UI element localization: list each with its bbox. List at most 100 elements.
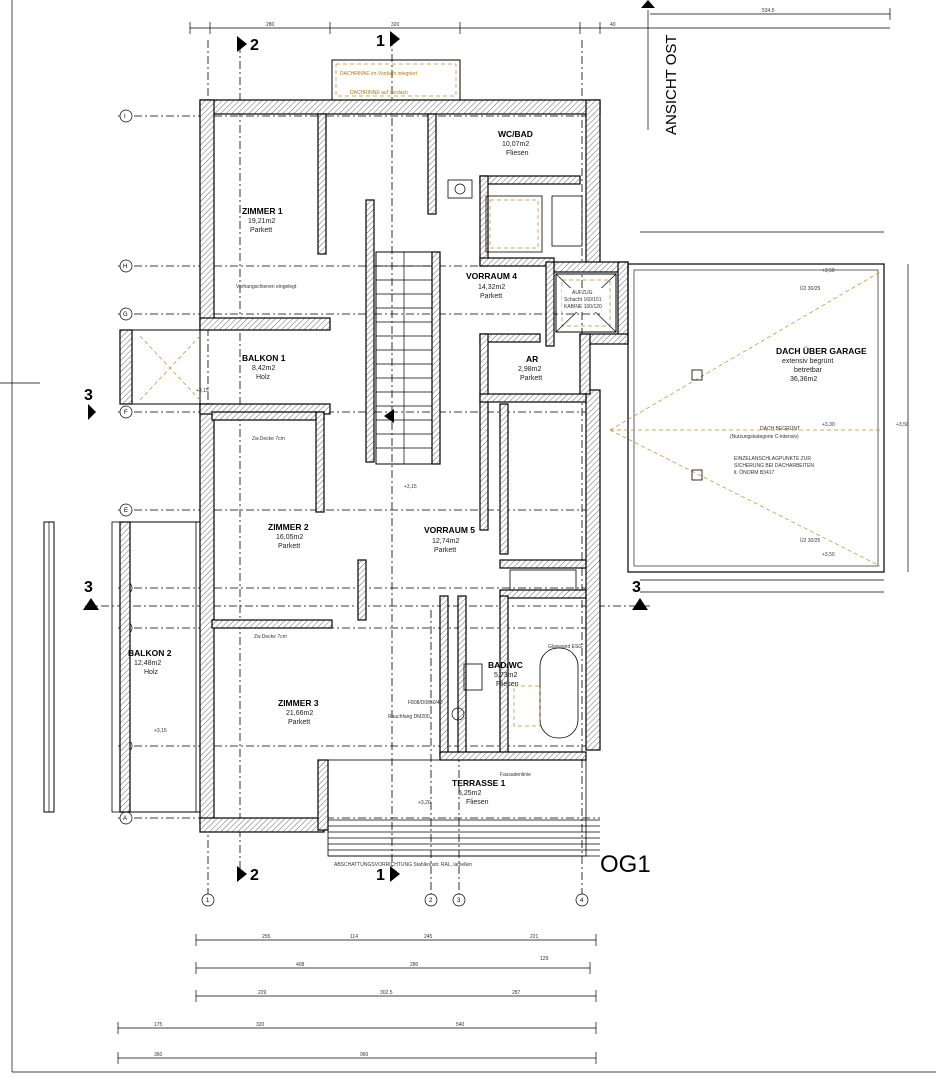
bottom-dim-2-1: 302.5: [380, 990, 393, 996]
garage-roof-note4: SICHERUNG BEI DACHARBEITEN: [734, 463, 814, 469]
bottom-dim-1-2: 129: [540, 956, 549, 962]
section-3-right: 3: [632, 579, 641, 596]
staircase: [365, 199, 441, 465]
grid-row-E-label: E: [124, 508, 128, 514]
grid-row-A-label: A: [123, 816, 127, 822]
room-floor: Holz: [144, 669, 159, 676]
grid-row-F: [119, 405, 133, 419]
top-dim-3: 40: [610, 22, 616, 28]
lift-shaft-size: Schacht 160/151: [564, 297, 602, 303]
lift-cabin-size: KABINE 100/120: [564, 304, 602, 310]
level-stair: +3,15: [404, 484, 417, 490]
bottom-dim-0-3: 221: [530, 934, 539, 940]
bathroom-fixtures-bottom: [451, 569, 579, 739]
top-dimension-chain: 280 320 40 534.5: [189, 8, 891, 34]
grid-col-4: [575, 893, 589, 907]
room-label-vorraum4: VORRAUM 4 14,32m2 Parkett: [466, 271, 517, 300]
grid-col-4-label: 4: [580, 898, 584, 904]
garage-roof-note2: (Nutzungskategorie C-intensiv): [730, 434, 799, 440]
level-terrasse: +3,20: [418, 800, 431, 806]
room-area: 12,48m2: [134, 660, 161, 667]
ceiling-zimmer2: Zw.Decke 7cm: [252, 436, 285, 442]
garage-level-top: +3,50: [822, 268, 835, 274]
garage-level-right: +3,50: [896, 422, 909, 428]
lift-label: AUFZUG: [572, 290, 593, 296]
bottom-dim-2-0: 229: [258, 990, 267, 996]
room-label-balkon2: BALKON 2 12,48m2 Holz: [128, 648, 172, 676]
mirror-note: Glaswand ESG: [548, 644, 582, 650]
room-name: AR: [526, 354, 538, 364]
gutter-note-2: DACHRINNE auf Vordach: [350, 90, 408, 96]
curtain-note: Vorhangschienen eingelegt: [236, 284, 297, 290]
room-label-badwc: BAD/WC 5,73m2 Fliesen: [488, 660, 523, 688]
garage-roof-note5: lt. ÖNORM B3417: [734, 469, 775, 476]
section-1-bottom: 1: [376, 867, 385, 884]
bottom-dimension-chains: 255 114 245 221 408 280 129 229 302.5 28…: [117, 934, 597, 1064]
room-label-terrasse1: TERRASSE 1 5,25m2 Fliesen: [452, 778, 506, 806]
grid-col-3-label: 3: [457, 898, 461, 904]
grid-col-2-label: 2: [429, 898, 433, 904]
garage-roof-labels: DACH ÜBER GARAGE extensiv begrünt betret…: [730, 268, 909, 558]
room-label-zimmer1: ZIMMER 1 19,21m2 Parkett: [242, 206, 283, 234]
gutter-note-1: DACHRINNE im Vordach integriert: [340, 71, 418, 77]
room-floor: Parkett: [434, 547, 456, 554]
room-floor: Parkett: [278, 543, 300, 550]
ceiling-zimmer3: Zw.Decke 7cm: [254, 634, 287, 640]
room-floor: Parkett: [520, 375, 542, 382]
room-label-zimmer2: ZIMMER 2 16,05m2 Parkett: [268, 522, 309, 550]
view-label: ANSICHT OST: [663, 34, 680, 135]
room-area: 8,42m2: [252, 365, 275, 372]
lift-shaft: AUFZUG Schacht 160/151 KABINE 100/120: [555, 273, 617, 333]
grid-row-I-label: I: [124, 114, 126, 120]
gutter-canopy: DACHRINNE im Vordach integriert DACHRINN…: [331, 59, 461, 101]
grid-row-H: [119, 259, 133, 273]
room-name: VORRAUM 5: [424, 525, 475, 535]
facade-line-note: Fassadenlinie: [500, 772, 531, 778]
garage-slope-top: Ü2 30/25: [800, 285, 821, 292]
garage-roof-line3: betretbar: [794, 367, 823, 374]
room-floor: Parkett: [250, 227, 272, 234]
section-2-top: 2: [250, 37, 259, 54]
grid-row-I: [119, 109, 133, 123]
room-area: 12,74m2: [432, 538, 459, 545]
section-3-upper: 3: [84, 387, 93, 404]
room-area: 10,07m2: [502, 141, 529, 148]
grid-row-G-label: G: [123, 312, 128, 318]
grid-row-G: [119, 307, 133, 321]
room-area: 21,66m2: [286, 710, 313, 717]
bottom-dim-0-0: 255: [262, 934, 271, 940]
grid-col-2: [424, 893, 438, 907]
room-name: ZIMMER 2: [268, 522, 309, 532]
smoke-flue-note: Rauchfang DM200: [388, 714, 430, 720]
bottom-dim-4-1: 960: [360, 1052, 369, 1058]
room-label-balkon1: BALKON 1 8,42m2 Holz: [242, 353, 286, 381]
garage-roof-note3: EINZELANSCHLAGPUNKTE ZUR: [734, 456, 811, 462]
room-floor: Fliesen: [496, 681, 519, 688]
floor-label: OG1: [600, 851, 651, 878]
top-dim-1: 280: [266, 22, 275, 28]
bottom-dim-3-0: 175: [154, 1022, 163, 1028]
bottom-dim-1-0: 408: [296, 962, 305, 968]
level-balkon2: +3,15: [154, 728, 167, 734]
room-name: BAD/WC: [488, 660, 523, 670]
interior-walls: [211, 113, 587, 761]
room-area: 5,25m2: [458, 790, 481, 797]
grid-col-1: [201, 893, 215, 907]
room-name: BALKON 2: [128, 648, 172, 658]
room-name: TERRASSE 1: [452, 778, 506, 788]
grid-row-E: [119, 503, 133, 517]
section-3-left: 3: [84, 579, 93, 596]
top-dim-4: 534.5: [762, 8, 775, 14]
room-name: VORRAUM 4: [466, 271, 517, 281]
bottom-dim-1-1: 280: [410, 962, 419, 968]
grid-rows: I H G F E D C B A: [118, 109, 600, 825]
balcony-2-outline: [119, 521, 201, 813]
grid-col-3: [452, 893, 466, 907]
misc-annotations: Vorhangschienen eingelegt +3,15 +3,15 +3…: [154, 284, 582, 806]
room-area: 19,21m2: [248, 218, 275, 225]
room-name: WC/BAD: [498, 129, 533, 139]
terrace-outline: ABSCHATTUNGSVORRICHTUNG Stahlkonstr. RAL…: [327, 759, 600, 868]
section-1-top: 1: [376, 33, 385, 50]
